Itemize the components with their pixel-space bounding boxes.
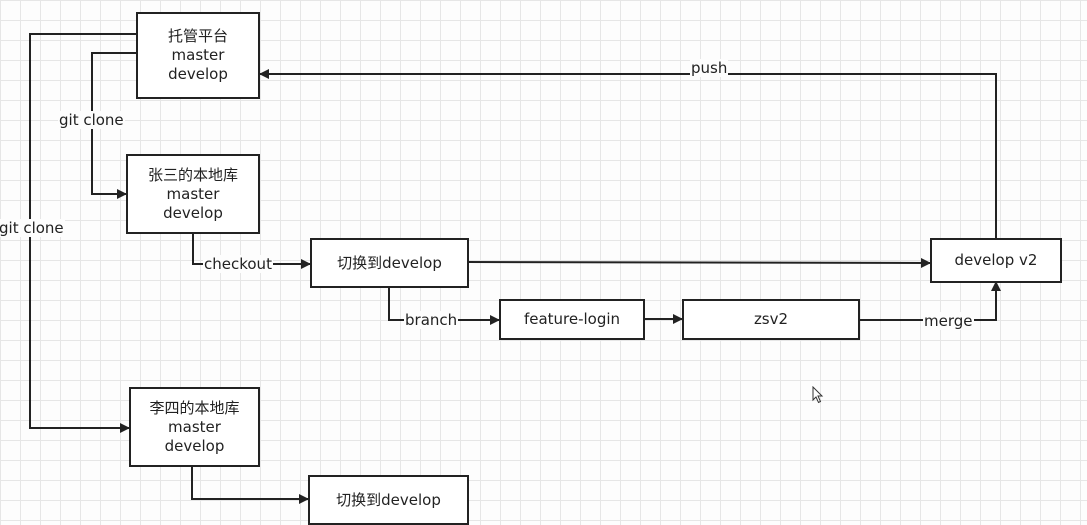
node-develop-v2[interactable]: develop v2 bbox=[930, 238, 1062, 283]
node-develop-v2-label: develop v2 bbox=[954, 251, 1038, 269]
edge-merge bbox=[860, 281, 1001, 321]
edge-push bbox=[259, 69, 997, 238]
node-switch-to-develop[interactable]: 切换到develop bbox=[310, 238, 469, 288]
node-hosting-platform[interactable]: 托管平台 master develop bbox=[136, 12, 260, 99]
node-feature-login[interactable]: feature-login bbox=[499, 299, 645, 340]
edge-label-git-clone-zhangsan: git clone bbox=[58, 111, 125, 129]
node-lisi-branch-master: master bbox=[168, 417, 221, 436]
edge-label-checkout: checkout bbox=[203, 255, 273, 273]
node-feature-login-label: feature-login bbox=[523, 310, 621, 328]
node-switch-to-develop-label: 切换到develop bbox=[337, 253, 442, 272]
node-zhangsan-title: 张三的本地库 bbox=[147, 165, 238, 184]
node-zhangsan-local-repo[interactable]: 张三的本地库 master develop bbox=[126, 154, 260, 234]
node-switch-to-develop-lisi[interactable]: 切换到develop bbox=[308, 475, 469, 525]
node-zsv2-label: zsv2 bbox=[753, 310, 789, 328]
edge-lisi-to-switch bbox=[191, 466, 309, 504]
node-lisi-local-repo[interactable]: 李四的本地库 master develop bbox=[129, 387, 260, 467]
node-lisi-branch-develop: develop bbox=[164, 436, 225, 455]
node-zhangsan-branch-master: master bbox=[166, 184, 220, 203]
edge-branch bbox=[388, 287, 500, 325]
node-hosting-branch-develop: develop bbox=[168, 65, 228, 83]
node-hosting-title: 托管平台 bbox=[167, 27, 228, 45]
node-lisi-title: 李四的本地库 bbox=[149, 398, 240, 417]
edge-switch-to-develop-v2 bbox=[467, 257, 931, 268]
edge-label-branch: branch bbox=[404, 311, 459, 329]
edge-label-push: push bbox=[690, 59, 729, 77]
node-hosting-branch-master: master bbox=[171, 46, 225, 64]
edge-label-merge: merge bbox=[923, 312, 974, 330]
node-switch-to-develop-lisi-label: 切换到develop bbox=[336, 490, 441, 509]
mouse-cursor-icon bbox=[812, 386, 824, 404]
edge-label-git-clone-lisi: git clone bbox=[0, 219, 65, 237]
node-zhangsan-branch-develop: develop bbox=[163, 203, 223, 222]
node-zsv2[interactable]: zsv2 bbox=[682, 299, 860, 340]
